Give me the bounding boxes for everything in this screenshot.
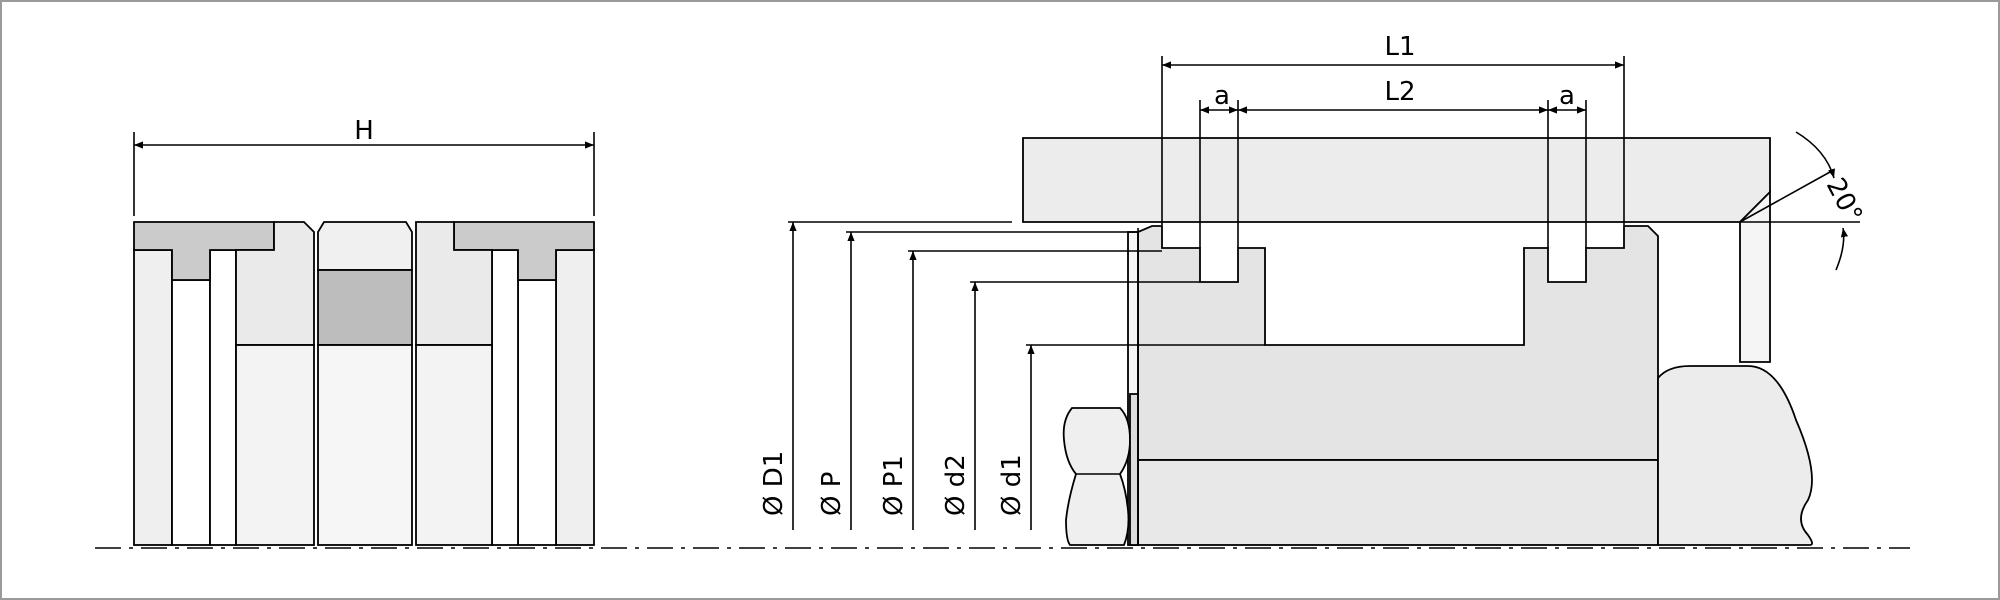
- left-inner-strip: [171, 279, 211, 546]
- left-guide-strip: [209, 249, 237, 546]
- rod-end: [1657, 365, 1813, 546]
- right-lower-block: [415, 344, 493, 546]
- a-right-label: a: [1559, 81, 1575, 111]
- right-wall-strip: [555, 249, 595, 546]
- piston-body: [1137, 225, 1659, 461]
- right-guide-strip: [491, 249, 519, 546]
- rod-seal: [1062, 407, 1131, 546]
- angle-arc-lower: [1835, 227, 1849, 271]
- seal-set-view: H: [133, 116, 595, 546]
- p1-label: Ø P1: [879, 455, 909, 516]
- housing-wall: [1739, 189, 1771, 363]
- center-core: [317, 269, 413, 346]
- d1-inner-label: Ø d1: [997, 454, 1027, 516]
- housing-bar: [1022, 137, 1771, 223]
- angle-label: 20°: [1820, 173, 1868, 228]
- a-left-label: a: [1214, 81, 1230, 111]
- l2-label: L2: [1384, 77, 1415, 107]
- left-wall-strip: [133, 249, 173, 546]
- d2-label: Ø d2: [941, 454, 971, 516]
- l1-label: L1: [1384, 32, 1415, 62]
- center-lower: [317, 344, 413, 546]
- center-cap: [317, 221, 413, 271]
- d1-outer-label: Ø D1: [759, 451, 789, 516]
- h-label: H: [354, 116, 374, 146]
- p-label: Ø P: [817, 472, 847, 516]
- angle-arc-upper: [1795, 131, 1835, 179]
- piston-rod-lower: [1137, 459, 1659, 546]
- left-lower-block: [235, 344, 315, 546]
- right-inner-strip: [517, 279, 557, 546]
- installation-view: L1 a L2 a 20° Ø D1 Ø P Ø P1 Ø d2: [759, 32, 1868, 546]
- angle-chamfer-line: [1739, 171, 1831, 223]
- rod-seal-ring: [1129, 393, 1139, 546]
